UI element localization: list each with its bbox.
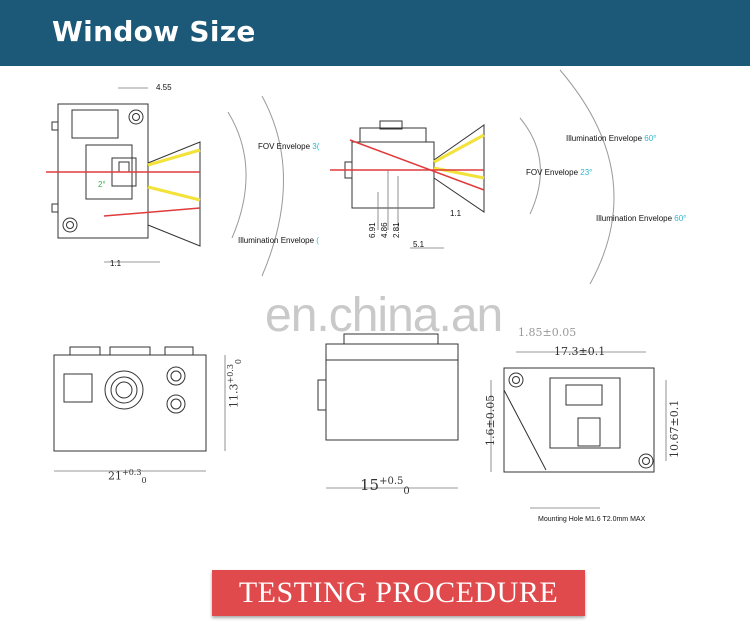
right-dim-c: 2.81 [392,222,401,238]
right-view-body [351,141,435,209]
right-dim-e: 5.1 [413,240,425,249]
right-fov-label: FOV Envelope 23° [526,168,593,177]
left-fov-label: FOV Envelope 3( [258,142,320,151]
back-dim-left: 1.6±0.05 [484,394,497,446]
watermark: en.china.an [265,289,503,342]
right-dim-d: 1.1 [450,209,462,218]
left-angle-label: 2° [98,180,106,189]
side-dim-width: 15+0.50 [360,476,410,497]
back-mounting-note: Mounting Hole M1.6 T2.0mm MAX [538,516,646,523]
side-view-body [325,343,459,441]
banner-title: TESTING PROCEDURE [238,576,559,609]
dimension-drawing: 4.55 1.1 2° FOV Envelope 3( Illumination… [0,66,750,562]
page-title: Window Size [52,15,256,48]
front-dim-width: 21+0.30 [108,468,147,485]
front-view-body [53,354,207,452]
header-bar: Window Size [0,0,750,66]
testing-procedure-banner: TESTING PROCEDURE [212,570,585,616]
left-dim-bottom: 1.1 [110,259,122,268]
left-dim-top: 4.55 [156,83,172,92]
back-dim-width: 17.3±0.1 [554,345,606,358]
back-dim-top: 1.85±0.05 [518,326,577,339]
right-dim-b: 4.86 [380,222,389,238]
front-dim-height: 11.3+0.30 [226,358,243,408]
right-dim-a: 6.91 [368,222,377,238]
back-view-body [503,367,655,473]
left-illum-label: Illumination Envelope ( [238,236,319,245]
right-illum-bottom-label: Illumination Envelope 60° [596,214,687,223]
back-dim-right: 10.67±0.1 [668,399,681,458]
right-illum-top-label: Illumination Envelope 60° [566,134,657,143]
drawing-lines [46,69,667,509]
